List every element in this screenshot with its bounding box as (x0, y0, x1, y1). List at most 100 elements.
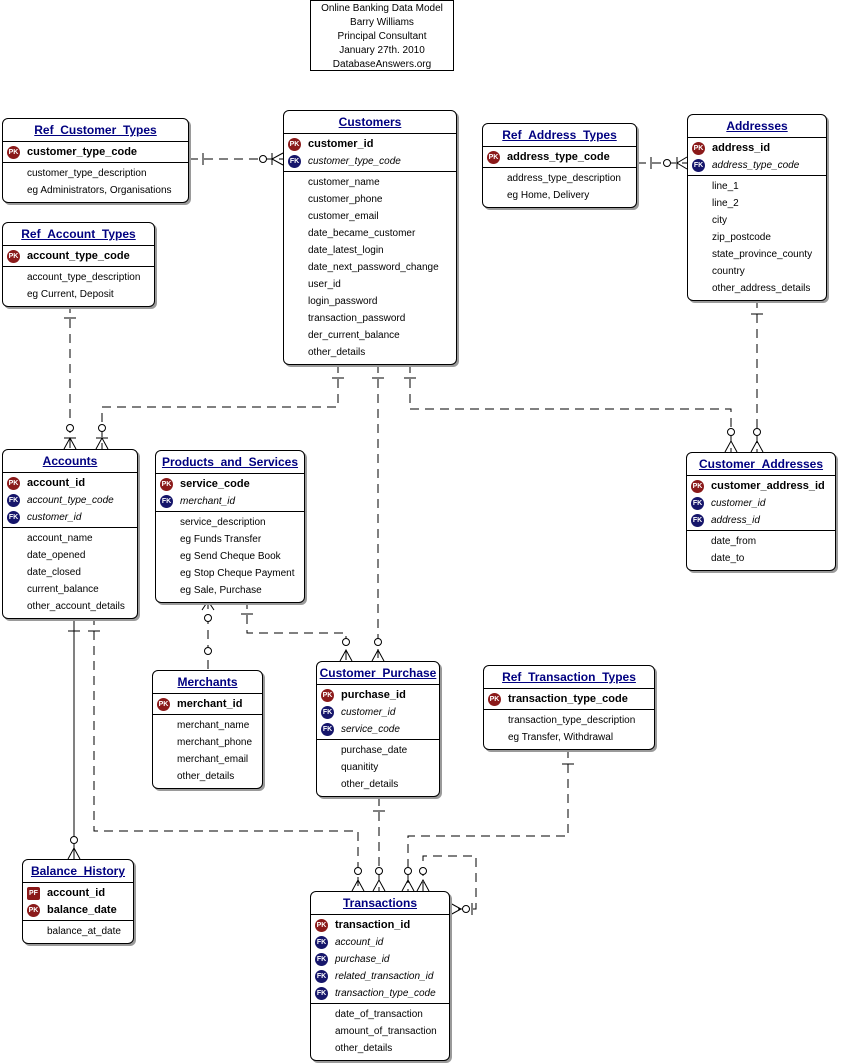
attribute: merchant_name (177, 720, 250, 731)
attribute-name: address_id (711, 515, 760, 526)
attribute: eg Stop Cheque Payment (180, 568, 295, 579)
rel-purchase-transactions (372, 797, 386, 892)
attribute-name: purchase_id (341, 689, 406, 701)
attribute: address_type_description (507, 173, 621, 184)
attribute: date_from (711, 536, 757, 547)
pk-key-icon: PK (7, 146, 20, 159)
attribute-name: transaction_type_code (335, 988, 436, 999)
attribute: customer_type_description (27, 168, 147, 179)
fk-key-icon: FK (321, 706, 334, 719)
attribute: login_password (308, 296, 378, 307)
attribute-name: customer_id (308, 138, 374, 150)
rel-accounts-balance-history (67, 616, 81, 860)
entity-name: Accounts (42, 454, 98, 468)
pk-key-icon: PK (692, 142, 705, 155)
fk-attribute: FK related_transaction_id (311, 968, 449, 985)
entity-name: Products_and_Services (161, 455, 299, 469)
fk-key-icon: FK (315, 970, 328, 983)
attribute-name: customer_id (341, 707, 396, 718)
attribute: customer_phone (308, 194, 383, 205)
attribute: line_1 (712, 181, 739, 192)
attribute: transaction_password (308, 313, 406, 324)
attribute-name: account_id (27, 477, 86, 489)
attribute: quanitity (341, 762, 379, 773)
attribute: eg Funds Transfer (180, 534, 262, 545)
key-section: PK account_type_code (3, 246, 154, 267)
attribute: other_address_details (712, 283, 811, 294)
attribute-name: account_type_code (27, 250, 130, 262)
fk-key-icon: FK (7, 511, 20, 524)
diagram-header: Online Banking Data Model Barry Williams… (310, 0, 454, 71)
attribute-section: balance_at_date (23, 921, 133, 943)
attribute: city (712, 215, 727, 226)
attribute: eg Send Cheque Book (180, 551, 281, 562)
entity-name: Customer_Purchase (319, 666, 437, 680)
fk-key-icon: FK (7, 494, 20, 507)
attribute: other_details (341, 779, 399, 790)
attribute-name: account_type_code (27, 495, 114, 506)
rel-customers-customer-addresses (404, 364, 738, 453)
fk-key-icon: FK (692, 159, 705, 172)
rel-transactions-self (416, 855, 477, 916)
entity-name: Ref_Transaction_Types (502, 670, 636, 684)
entity-title: Transactions (311, 892, 449, 915)
attribute: date_closed (27, 567, 81, 578)
attribute-name: address_type_code (712, 160, 800, 171)
pk-key-icon: PK (7, 250, 20, 263)
fk-attribute: FK account_type_code (3, 492, 137, 509)
fk-key-icon: FK (315, 987, 328, 1000)
entity-title: Ref_Transaction_Types (484, 666, 654, 689)
pk-key-icon: PK (488, 693, 501, 706)
pk-key-icon: PK (7, 477, 20, 490)
pk-key-icon: PK (288, 138, 301, 151)
attribute: state_province_county (712, 249, 813, 260)
attribute-name: related_transaction_id (335, 971, 434, 982)
attribute-name: customer_type_code (308, 156, 401, 167)
entity-title: Addresses (688, 115, 826, 138)
rel-customer-types-customers (189, 152, 284, 166)
entity-title: Customer_Purchase (317, 662, 439, 685)
attribute-name: customer_id (711, 498, 766, 509)
pk-key-icon: PK (27, 904, 40, 917)
attribute: eg Transfer, Withdrawal (508, 732, 614, 743)
fk-key-icon: FK (321, 723, 334, 736)
entity-title: Products_and_Services (156, 451, 304, 474)
attribute: merchant_email (177, 754, 249, 765)
entity-title: Merchants (153, 671, 262, 694)
rel-accounts-transactions (88, 616, 365, 892)
entity-name: Customer_Addresses (698, 457, 824, 471)
rel-account-types-accounts (63, 304, 77, 450)
attribute: eg Current, Deposit (27, 289, 114, 300)
attribute-name: purchase_id (335, 954, 390, 965)
pk-key-icon: PK (487, 151, 500, 164)
attribute: other_account_details (27, 601, 125, 612)
